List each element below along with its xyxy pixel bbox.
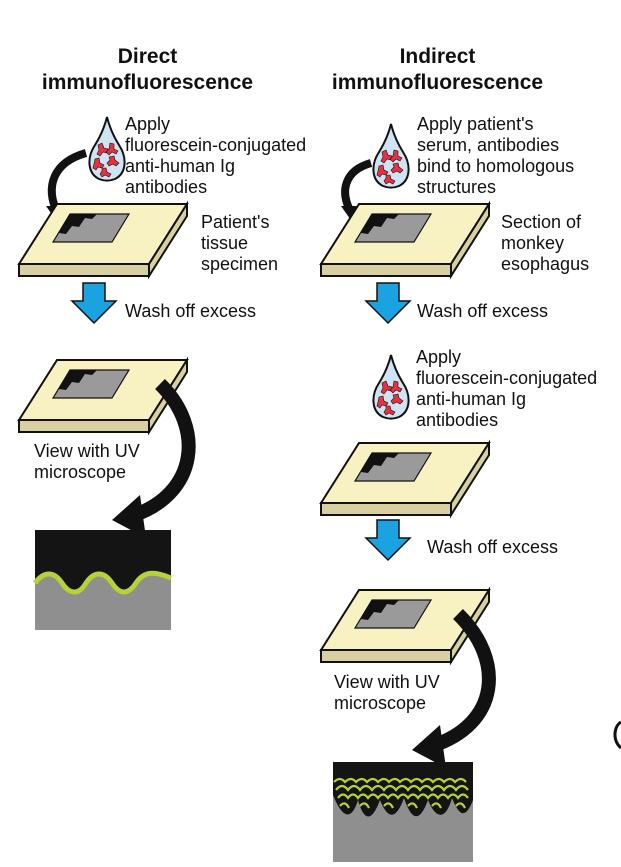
indirect-wash-arrow-1-icon	[365, 282, 411, 324]
direct-dropper-icon	[88, 116, 126, 182]
indirect-wash-arrow-2-icon	[365, 519, 411, 561]
direct-title: Direct immunofluorescence	[41, 45, 254, 94]
direct-apply-label: Apply fluorescein-conjugated anti-human …	[125, 114, 307, 197]
indirect-view-label: View with UV microscope	[334, 672, 440, 713]
direct-curved-arrow-icon	[47, 149, 88, 216]
indirect-conjugate-dropper-icon	[372, 354, 410, 420]
indirect-wash2-label: Wash off excess	[427, 537, 559, 557]
direct-slide-1-icon	[18, 203, 188, 277]
indirect-apply-conjugate-label: Apply fluorescein-conjugated anti-human …	[416, 347, 598, 430]
indirect-apply-serum-label: Apply patient's serum, antibodies bind t…	[417, 114, 575, 197]
edge-circle-fragment	[613, 720, 621, 750]
indirect-wash1-label: Wash off excess	[417, 301, 549, 321]
indirect-section-label: Section of monkey esophagus	[501, 212, 590, 274]
indirect-view-arrow-icon	[429, 609, 496, 753]
indirect-fluorescence-micrograph	[333, 762, 473, 862]
direct-specimen-label: Patient's tissue specimen	[201, 212, 279, 274]
indirect-serum-dropper-icon	[372, 123, 410, 189]
direct-view-label: View with UV microscope	[34, 441, 140, 482]
direct-view-arrow-head-icon	[112, 495, 146, 538]
indirect-view-arrow-head-icon	[412, 725, 446, 768]
direct-fluorescence-micrograph	[33, 530, 172, 630]
direct-wash-label: Wash off excess	[125, 301, 257, 321]
direct-wash-arrow-icon	[71, 282, 117, 324]
indirect-title: Indirect immunofluorescence	[331, 45, 544, 94]
direct-view-arrow-icon	[129, 378, 196, 523]
indirect-slide-1-icon	[320, 203, 490, 277]
indirect-slide-2-icon	[320, 442, 490, 516]
